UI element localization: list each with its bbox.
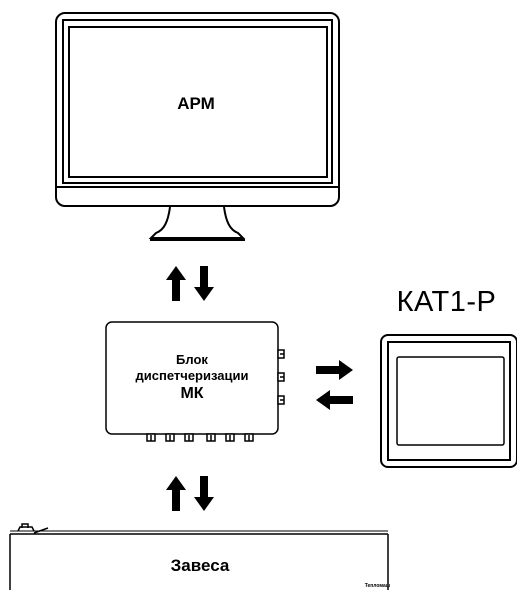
dispatch-unit-line1: Блок [176,352,208,367]
control-panel-label: КАТ1-Р [396,286,497,318]
curtain-label: Завеса [170,556,230,575]
bottom-connectors [146,433,254,442]
bidirectional-arrow-top [166,266,214,301]
side-connectors [277,349,285,405]
dispatch-unit-label: Блок диспетчеризации МК [106,352,278,404]
arrow-right [316,360,353,380]
control-panel-icon [380,334,517,468]
bidirectional-arrow-bottom [166,476,214,511]
workstation-label: АРМ [177,94,215,113]
monitor-icon [55,12,340,241]
dispatch-unit-line3: МК [180,385,204,402]
arrow-left [316,390,353,410]
brand-logo: Тепломаш [364,583,390,589]
dispatch-unit-box [105,321,285,442]
curtain-unit [9,523,389,590]
dispatch-unit-line2: диспетчеризации [135,368,249,383]
